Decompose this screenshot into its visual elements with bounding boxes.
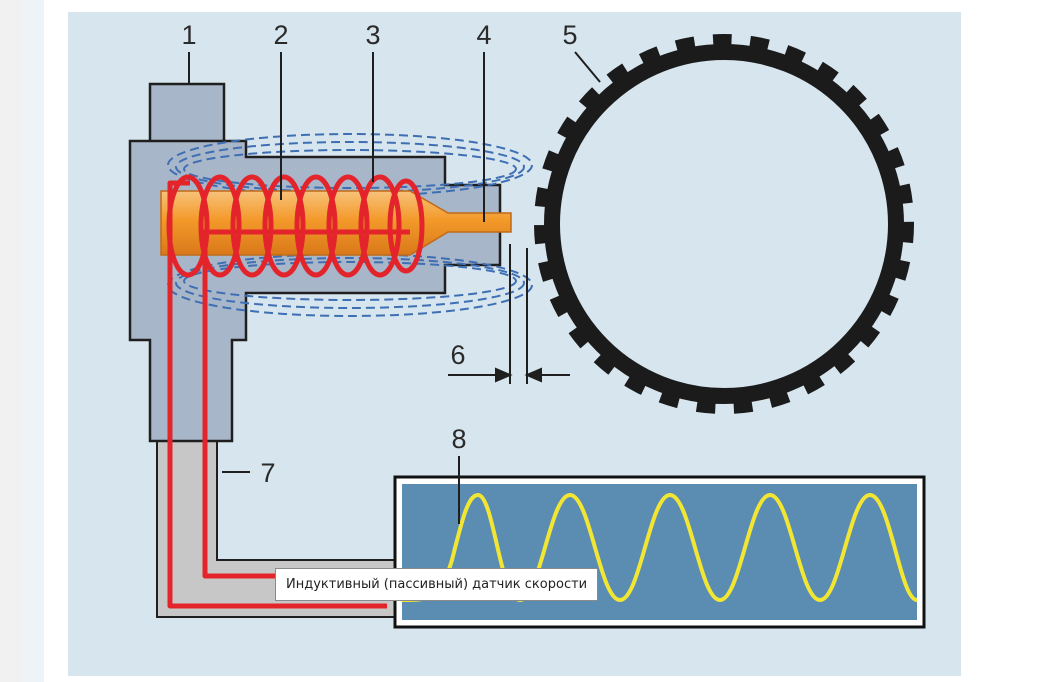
callout-5: 5 xyxy=(562,20,577,50)
callout-4: 4 xyxy=(476,20,491,50)
callout-2: 2 xyxy=(273,20,288,50)
callout-3: 3 xyxy=(365,20,380,50)
oscilloscope-display xyxy=(393,475,926,629)
image-tooltip: Индуктивный (пассивный) датчик скорости xyxy=(275,568,599,601)
callout-1: 1 xyxy=(181,20,196,50)
leader-lines xyxy=(188,51,601,524)
toothed-reluctor-ring xyxy=(534,34,914,414)
gap-dimension xyxy=(448,244,570,384)
content-left-border xyxy=(22,0,44,682)
callout-7: 7 xyxy=(260,458,275,488)
page-gutter xyxy=(0,0,22,682)
coil xyxy=(166,174,425,278)
sine-wave-signal xyxy=(401,492,918,603)
callout-6: 6 xyxy=(450,340,465,370)
callout-8: 8 xyxy=(451,424,466,454)
